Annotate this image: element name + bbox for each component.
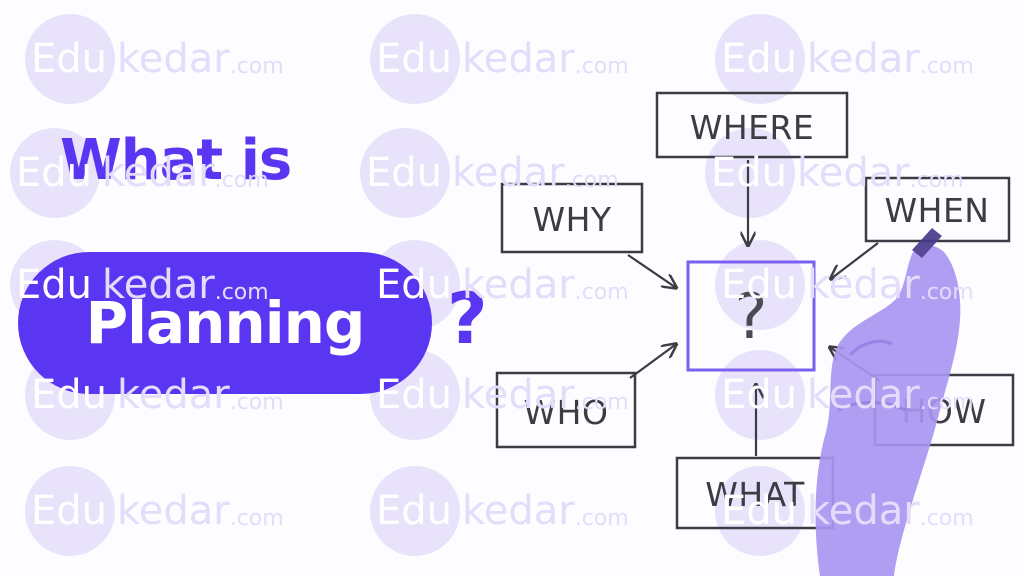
watermark-edu: Edu xyxy=(721,488,798,534)
watermark-com: .com xyxy=(919,53,974,79)
headline-what-is: What is xyxy=(60,128,292,193)
watermark: Edu kedar .com xyxy=(715,466,974,556)
watermark-kedar: kedar xyxy=(807,488,920,534)
watermark-edu: Edu xyxy=(721,262,798,308)
watermark-edu: Edu xyxy=(376,372,453,418)
watermark-com: .com xyxy=(919,389,974,415)
arrow-who xyxy=(629,345,675,379)
watermark-com: .com xyxy=(909,167,964,193)
label-where: WHERE xyxy=(690,108,815,147)
watermark-kedar: kedar xyxy=(102,262,215,308)
center-question-mark: ? xyxy=(735,280,768,353)
watermark-circle xyxy=(10,128,100,218)
watermark-com: .com xyxy=(574,389,629,415)
watermark-kedar: kedar xyxy=(117,488,230,534)
watermark-kedar: kedar xyxy=(807,372,920,418)
watermark-com: .com xyxy=(919,505,974,531)
watermark-edu: Edu xyxy=(366,150,443,196)
watermark-com: .com xyxy=(574,505,629,531)
hand-illustration xyxy=(815,228,961,576)
watermark-circle xyxy=(715,14,805,104)
watermark-kedar: kedar xyxy=(462,262,575,308)
watermark-circle xyxy=(705,128,795,218)
watermark-edu: Edu xyxy=(721,372,798,418)
watermark-com: .com xyxy=(229,505,284,531)
watermark-com: .com xyxy=(214,279,269,305)
watermark: Edu kedar .com xyxy=(715,240,974,330)
finger-crease xyxy=(848,339,893,357)
pill-planning-text: Planning xyxy=(85,289,366,357)
hand-shape xyxy=(815,245,961,576)
watermark: Edu kedar .com xyxy=(25,14,284,104)
watermark-edu: Edu xyxy=(376,262,453,308)
watermark-kedar: kedar xyxy=(807,36,920,82)
watermark: Edu kedar .com xyxy=(360,128,619,218)
watermark-com: .com xyxy=(574,53,629,79)
watermark-edu: Edu xyxy=(31,372,108,418)
watermark: Edu kedar .com xyxy=(370,466,629,556)
finger-crease xyxy=(837,401,906,412)
watermark-com: .com xyxy=(229,389,284,415)
label-why: WHY xyxy=(532,200,611,239)
watermark-com: .com xyxy=(229,53,284,79)
box-when: WHEN xyxy=(864,176,1011,243)
watermark-edu: Edu xyxy=(376,488,453,534)
label-when: WHEN xyxy=(885,191,990,230)
box-when-frame xyxy=(864,176,1011,243)
watermark-kedar: kedar xyxy=(117,372,230,418)
watermark-kedar: kedar xyxy=(462,372,575,418)
arrow-why xyxy=(627,254,675,287)
marker-tip xyxy=(912,228,942,258)
box-why-frame xyxy=(500,182,644,254)
watermark-kedar: kedar xyxy=(807,262,920,308)
center-box: ? xyxy=(686,260,816,372)
watermark-edu: Edu xyxy=(721,36,798,82)
watermark-circle xyxy=(370,466,460,556)
watermark: Edu kedar .com xyxy=(715,14,974,104)
watermark-circle xyxy=(25,466,115,556)
watermark-circle xyxy=(25,14,115,104)
watermark-edu: Edu xyxy=(711,150,788,196)
watermark: Edu kedar .com xyxy=(25,466,284,556)
watermark-circle xyxy=(715,240,805,330)
box-where: WHERE xyxy=(655,91,849,159)
watermark: Edu kedar .com xyxy=(10,128,269,218)
label-what: WHAT xyxy=(705,475,805,514)
watermark-com: .com xyxy=(574,279,629,305)
box-who-frame xyxy=(495,371,637,449)
watermark: Edu kedar .com xyxy=(705,128,964,218)
watermark-kedar: kedar xyxy=(102,150,215,196)
watermark-kedar: kedar xyxy=(452,150,565,196)
box-why: WHY xyxy=(500,182,644,254)
watermark: Edu kedar .com xyxy=(715,350,974,440)
watermark-edu: Edu xyxy=(31,36,108,82)
watermark-com: .com xyxy=(214,167,269,193)
watermark-com: .com xyxy=(564,167,619,193)
watermark-edu: Edu xyxy=(31,488,108,534)
watermark-circle xyxy=(360,128,450,218)
planning-pill: Planning xyxy=(18,252,432,394)
watermark-edu: Edu xyxy=(376,36,453,82)
watermark-kedar: kedar xyxy=(797,150,910,196)
box-where-frame xyxy=(655,91,849,159)
center-box-frame xyxy=(686,260,816,372)
watermark-kedar: kedar xyxy=(462,36,575,82)
watermark-edu: Edu xyxy=(16,150,93,196)
watermark-circle xyxy=(715,466,805,556)
headline-question-mark: ? xyxy=(447,278,488,360)
watermark: Edu kedar .com xyxy=(370,240,629,330)
arrow-when xyxy=(832,242,879,278)
box-who: WHO xyxy=(495,371,637,449)
watermark-circle xyxy=(370,14,460,104)
watermark-kedar: kedar xyxy=(462,488,575,534)
watermark: Edu kedar .com xyxy=(370,14,629,104)
watermark-com: .com xyxy=(919,279,974,305)
watermark-edu: Edu xyxy=(16,262,93,308)
watermark-kedar: kedar xyxy=(117,36,230,82)
label-who: WHO xyxy=(524,393,609,432)
